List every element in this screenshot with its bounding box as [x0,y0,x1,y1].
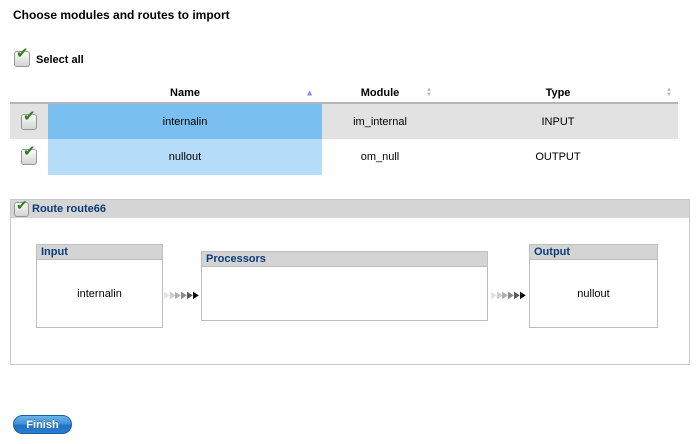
module-cell: om_null [360,151,400,163]
modules-table: Name ▲ Module ▲▼ Type ▲▼ ✔ internalin im… [10,84,678,175]
route-title: Route route66 [32,203,106,215]
route-output-item: nullout [577,287,610,300]
column-header-module-label: Module [360,87,400,99]
select-all-checkbox[interactable]: ✔ [14,46,30,67]
checkmark-icon: ✔ [16,196,28,213]
route-output-box-body: nullout [529,259,658,328]
table-row-nullout[interactable]: ✔ nullout om_null OUTPUT [10,139,678,175]
route-input-box: Input internalin [36,244,163,328]
module-cell: im_internal [353,115,407,128]
row-checkbox[interactable]: ✔ [21,109,37,130]
column-header-type-label: Type [545,87,571,99]
route-checkbox[interactable]: ✔ [14,197,29,217]
table-header-row: Name ▲ Module ▲▼ Type ▲▼ [10,84,678,104]
route-panel-header: ✔ Route route66 [11,197,689,218]
sort-ascending-icon: ▲ [305,87,314,98]
checkmark-icon: ✔ [23,143,36,160]
column-header-type[interactable]: Type ▲▼ [438,84,678,102]
select-all-control: ✔ Select all [14,46,84,67]
finish-button[interactable]: Finish [13,415,72,434]
row-checkbox-cell: ✔ [10,104,48,139]
route-processors-box: Processors [201,251,488,321]
sort-unsorted-icon: ▲▼ [426,87,432,98]
table-row-internalin[interactable]: ✔ internalin im_internal INPUT [10,104,678,139]
checkmark-icon: ✔ [23,107,36,125]
column-header-checkbox [10,84,48,102]
flow-arrow-icon: ▶▶▶▶▶▶ [490,290,526,301]
row-checkbox[interactable]: ✔ [21,144,37,165]
row-checkbox-cell: ✔ [10,139,48,175]
column-header-module[interactable]: Module ▲▼ [322,84,438,102]
sort-unsorted-icon: ▲▼ [666,87,672,98]
column-header-name[interactable]: Name ▲ [48,84,322,102]
page-title: Choose modules and routes to import [13,8,230,22]
route-panel: ✔ Route route66 Input internalin ▶▶▶▶▶▶ … [10,197,690,365]
route-input-box-body: internalin [36,259,163,328]
column-header-name-label: Name [170,87,200,99]
route-output-box: Output nullout [529,244,658,328]
route-processors-box-title: Processors [201,251,488,266]
select-all-label: Select all [36,54,84,66]
flow-arrow-icon: ▶▶▶▶▶▶ [163,290,199,301]
name-cell[interactable]: internalin [48,104,322,139]
route-input-box-title: Input [36,244,163,259]
checkmark-icon: ✔ [16,45,29,62]
route-output-box-title: Output [529,244,658,259]
route-input-item: internalin [77,287,122,300]
type-cell: OUTPUT [535,151,581,163]
route-processors-box-body [201,266,488,321]
type-cell: INPUT [541,115,575,128]
name-cell[interactable]: nullout [48,139,322,175]
